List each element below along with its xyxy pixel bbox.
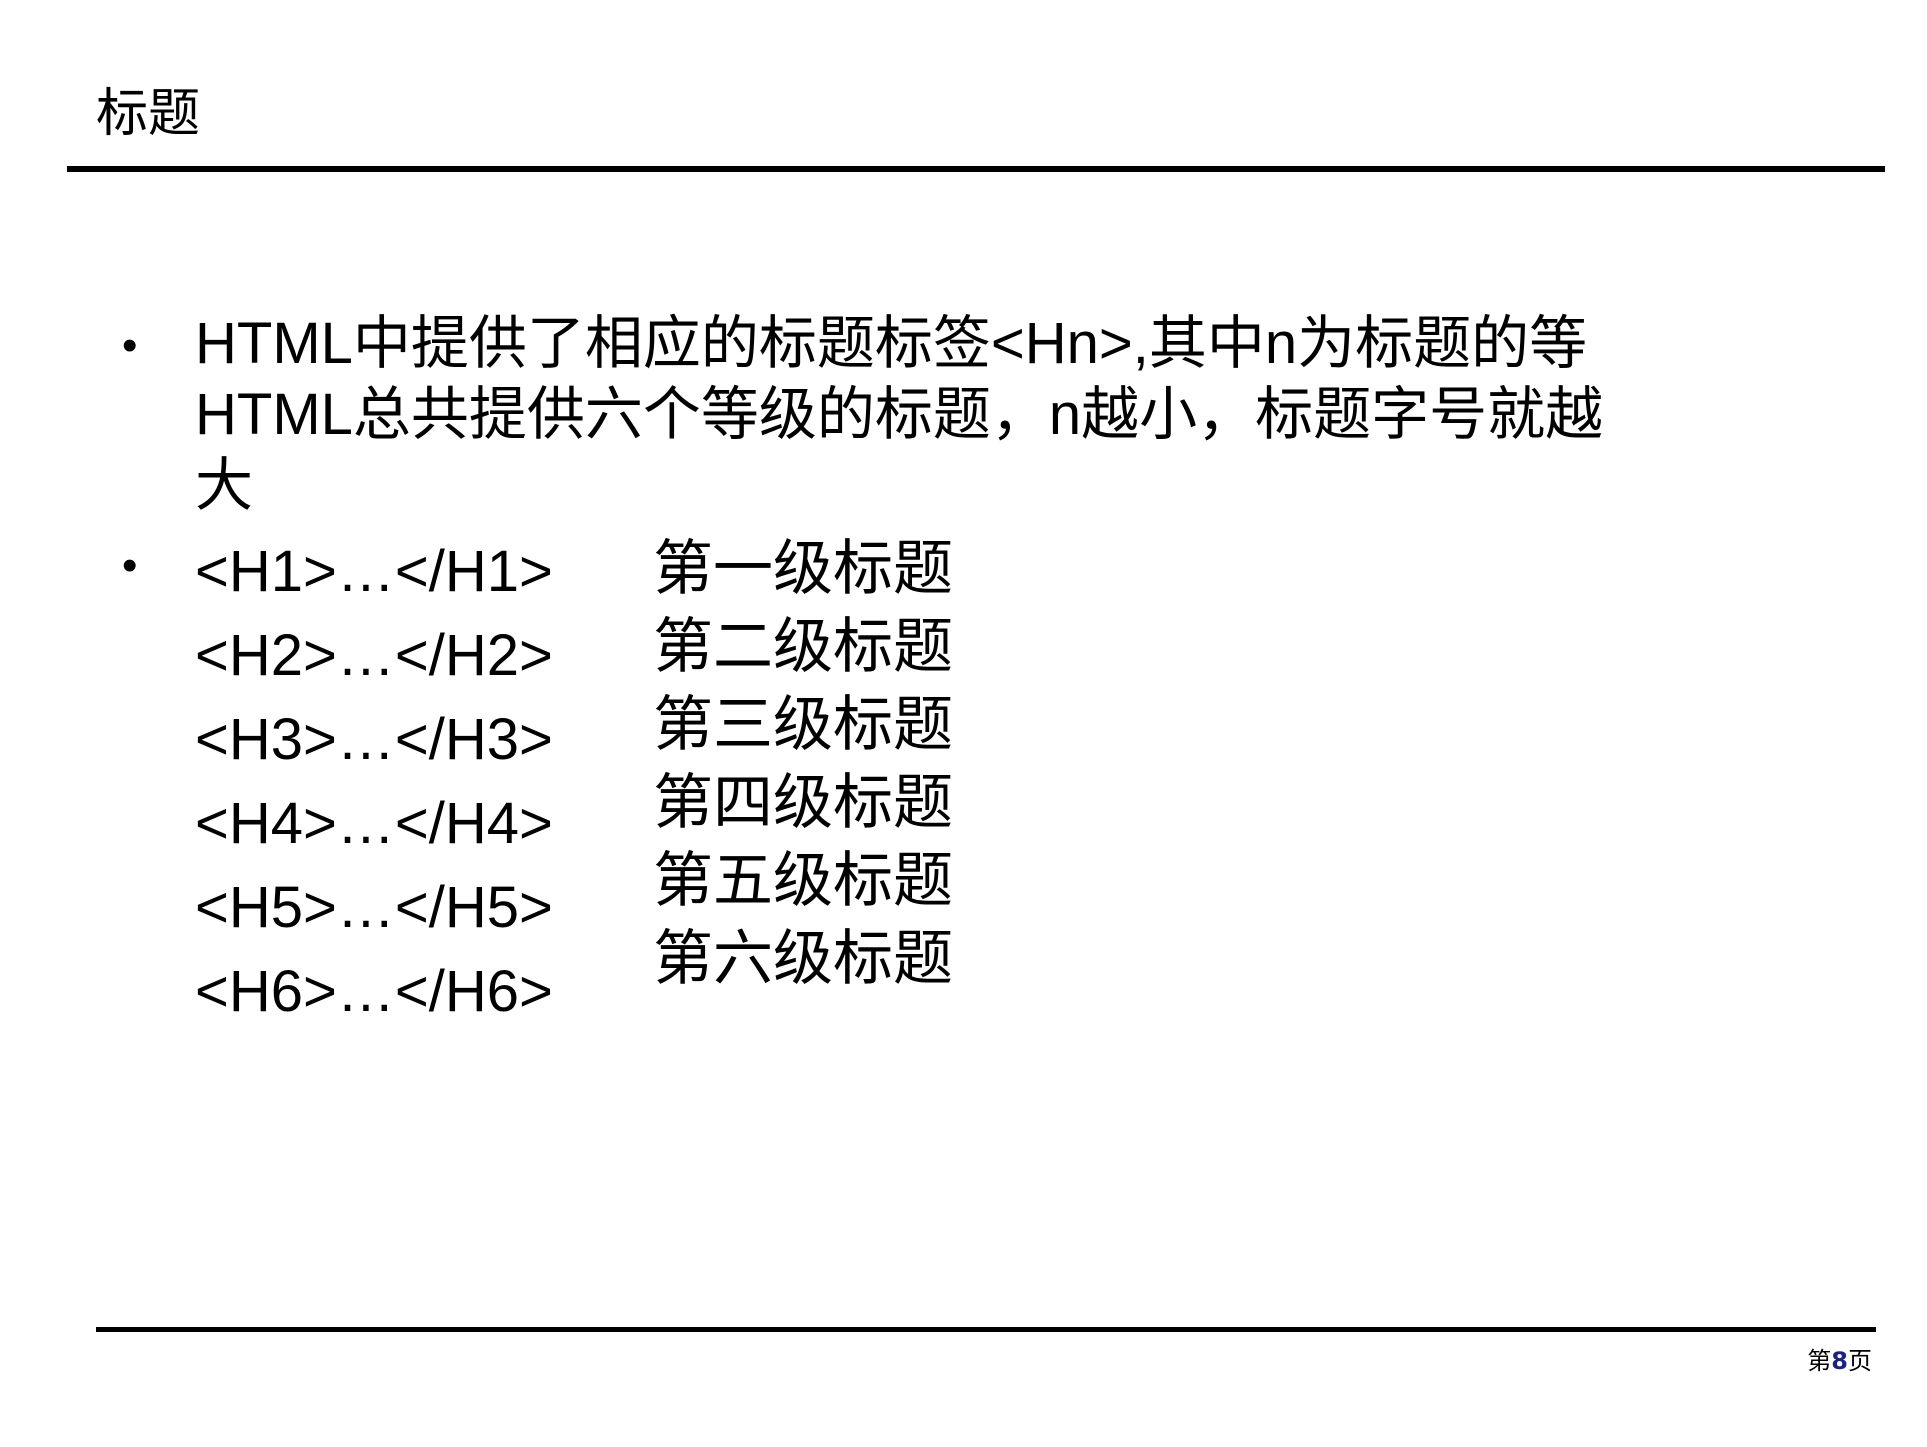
heading-tag-h6: <H6>…</H6> — [195, 959, 553, 1024]
heading-tag-h2: <H2>…</H2> — [195, 623, 553, 688]
heading-tag-h5: <H5>…</H5> — [195, 875, 553, 940]
heading-label-h2: 第二级标题 — [653, 612, 953, 682]
heading-label-h3: 第三级标题 — [653, 690, 953, 760]
paragraph-line: 大 — [195, 453, 254, 518]
slide-title: 标题 — [96, 84, 201, 144]
page-prefix: 第 — [1807, 1347, 1832, 1375]
heading-tag-list: <H1>…</H1> <H2>…</H2> <H3>…</H3> <H4>…</… — [195, 530, 553, 1034]
heading-label-h6: 第六级标题 — [653, 924, 953, 994]
heading-label-h4: 第四级标题 — [653, 768, 953, 838]
paragraph-line: HTML中提供了相应的标题标签<Hn>,其中n为标题的等 — [195, 311, 1588, 376]
top-divider — [67, 166, 1885, 172]
bottom-divider — [96, 1327, 1876, 1332]
paragraph-line: HTML总共提供六个等级的标题，n越小，标题字号就越 — [195, 382, 1604, 447]
heading-tag-h1: <H1>…</H1> — [195, 539, 553, 604]
heading-tag-h3: <H3>…</H3> — [195, 707, 553, 772]
bullet-marker-2: • — [122, 541, 138, 590]
page-number-value: 8 — [1831, 1347, 1848, 1375]
heading-label-h1: 第一级标题 — [653, 534, 953, 604]
page-suffix: 页 — [1848, 1347, 1872, 1375]
page-number: 第8页 — [1807, 1345, 1872, 1377]
heading-label-h5: 第五级标题 — [653, 846, 953, 916]
heading-tag-h4: <H4>…</H4> — [195, 791, 553, 856]
bullet-marker-1: • — [122, 321, 138, 370]
intro-paragraph: HTML中提供了相应的标题标签<Hn>,其中n为标题的等 HTML总共提供六个等… — [195, 308, 1785, 521]
heading-label-list: 第一级标题 第二级标题 第三级标题 第四级标题 第五级标题 第六级标题 — [653, 530, 953, 998]
